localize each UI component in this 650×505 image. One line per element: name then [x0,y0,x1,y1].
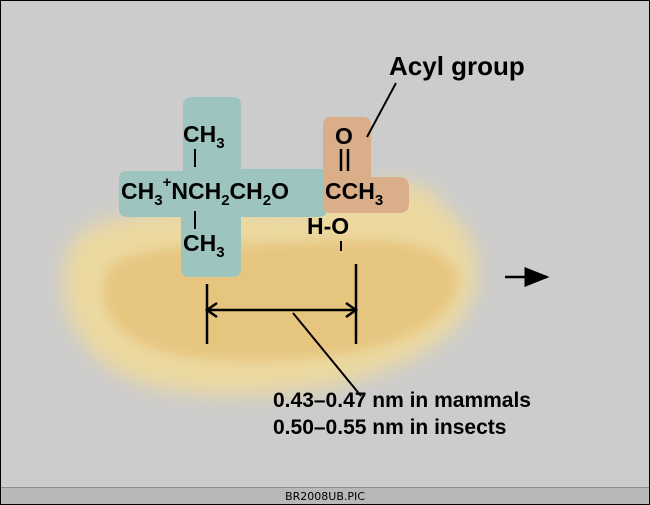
choline-chain: CH3+NCH2CH2O [121,174,289,209]
acyl-leader-line [366,82,397,138]
distance-insects: 0.50–0.55 nm in insects [273,416,506,439]
methyl-bottom: CH3 [183,230,225,261]
footer-bar: BR2008UB.PIC [1,487,649,504]
distance-mammals: 0.43–0.47 nm in mammals [273,389,531,412]
footer-filename: BR2008UB.PIC [285,490,365,503]
hydroxyl-group: H-O [307,213,349,239]
cationic-site [119,97,327,277]
carbonyl-oxygen: O [335,123,353,149]
acyl-site [323,117,409,213]
methyl-top: CH3 [183,121,225,152]
distance-marker [204,264,359,344]
acetylcholine-binding-diagram: CH3 CH3+NCH2CH2O CCH3 O CH3 H-O Acyl gro… [63,51,550,439]
acetyl-group: CCH3 [325,178,383,209]
distance-leader-line [292,312,362,397]
acyl-group-label: Acyl group [389,51,525,81]
